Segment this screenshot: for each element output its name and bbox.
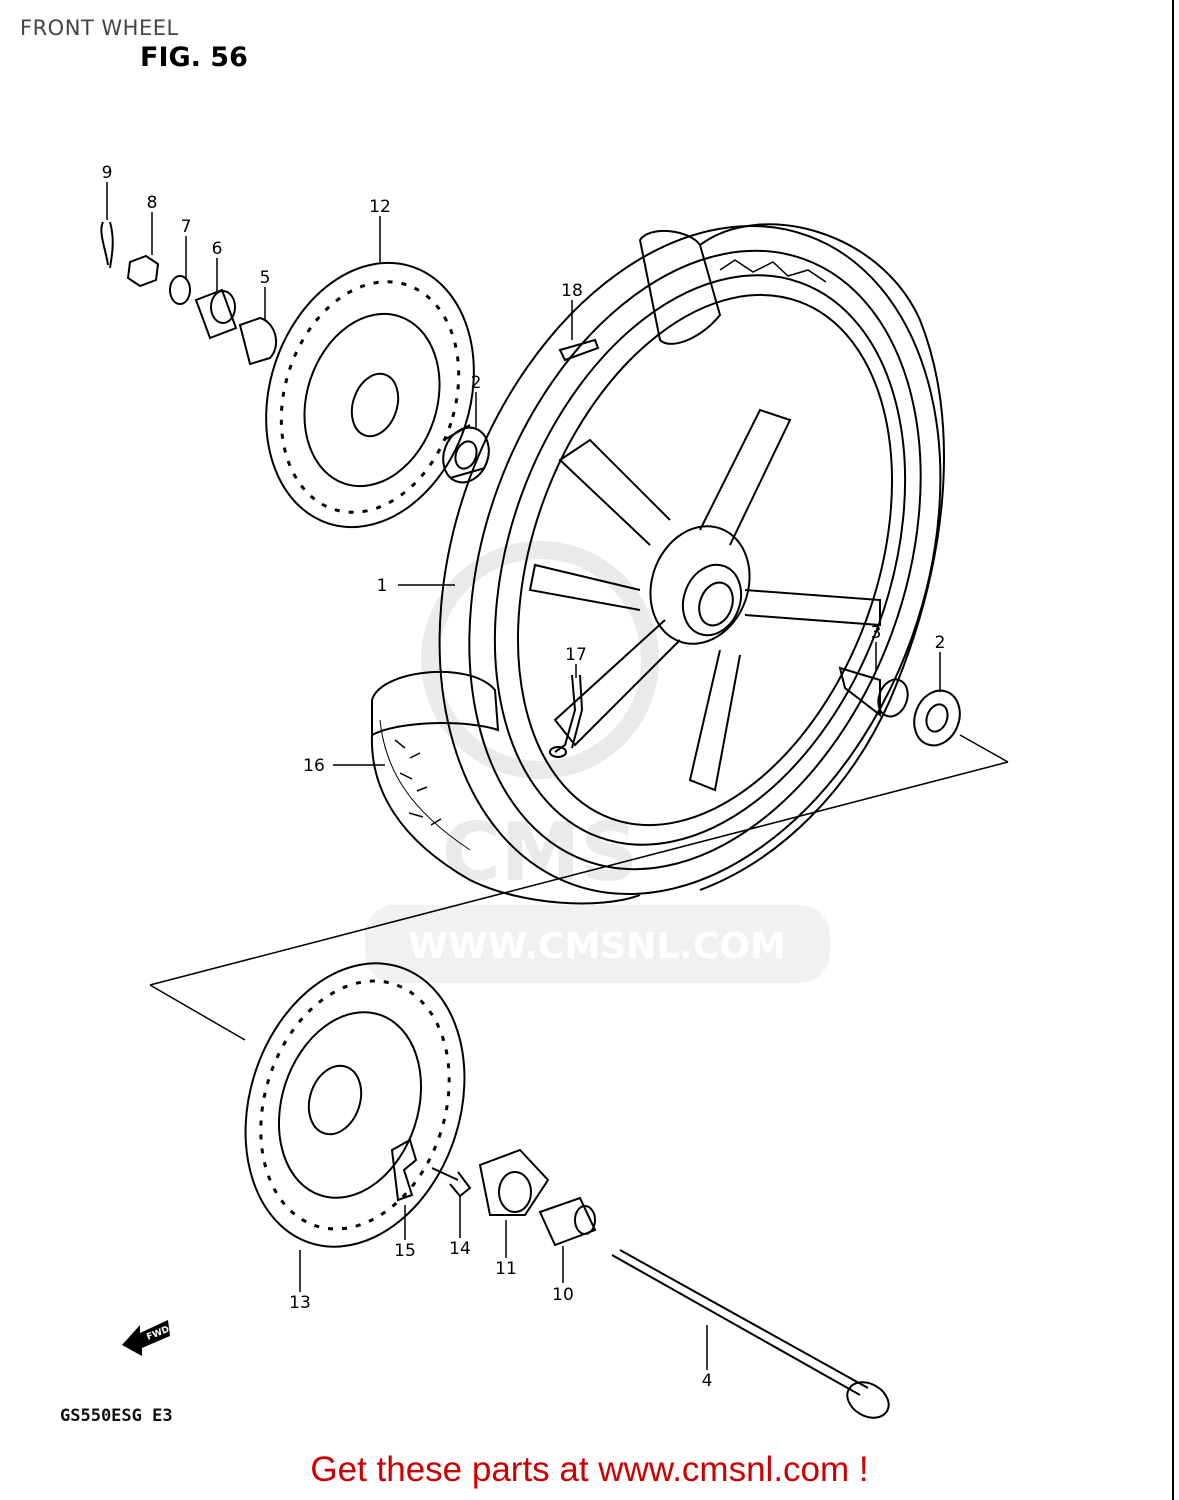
bolt-part-14 <box>431 1167 472 1198</box>
watermark-brand: CMS <box>442 806 638 899</box>
brake-disc-part-12 <box>265 261 475 529</box>
spacer-part-3 <box>838 666 909 718</box>
model-code: GS550ESG E3 <box>60 1406 173 1426</box>
cotter-pin-part-9 <box>100 221 114 269</box>
washer-part-7 <box>169 275 191 305</box>
axle-head-part-4 <box>846 1381 890 1419</box>
tyre-part-16 <box>370 670 641 905</box>
page-title: FRONT WHEEL <box>20 16 179 40</box>
callout-17: 17 <box>565 645 587 665</box>
callout-18: 18 <box>561 281 583 301</box>
callout-2-right: 2 <box>935 633 946 653</box>
callout-10: 10 <box>552 1285 574 1305</box>
small-parts-lower <box>390 1138 890 1419</box>
brake-disc-part-13 <box>244 962 466 1248</box>
balance-weight-part-18 <box>558 338 600 362</box>
axis-plane-lines <box>149 734 1009 1041</box>
callout-7: 7 <box>181 217 192 237</box>
nut-part-8 <box>126 254 160 288</box>
callout-13: 13 <box>289 1293 311 1313</box>
callout-6: 6 <box>212 239 223 259</box>
bearing-part-2-upper <box>442 424 490 484</box>
axle-shaft-part-4 <box>611 1249 869 1396</box>
leader-lines <box>106 182 941 1370</box>
right-border <box>1172 0 1174 1500</box>
callout-15: 15 <box>394 1241 416 1261</box>
gearbox-hub-11 <box>498 1171 532 1213</box>
spacer-end-6 <box>210 290 236 324</box>
callout-12: 12 <box>369 197 391 217</box>
collar-end-10 <box>574 1205 596 1235</box>
spacer-part-6 <box>194 288 238 340</box>
collar-part-5 <box>238 316 278 366</box>
watermark: CMS WWW.CMSNL.COM <box>365 541 830 983</box>
callout-5: 5 <box>260 268 271 288</box>
callout-9: 9 <box>102 163 113 183</box>
bearing-part-2-right <box>913 689 961 747</box>
footer-parts-link[interactable]: Get these parts at www.cmsnl.com ! <box>310 1450 869 1489</box>
figure-label: FIG. 56 <box>140 42 248 73</box>
callout-16: 16 <box>303 756 325 776</box>
gearbox-part-11 <box>478 1148 550 1216</box>
forward-arrow-icon: FWD <box>122 1320 171 1356</box>
watermark-mascot <box>421 541 659 779</box>
callout-1: 1 <box>377 576 388 596</box>
callout-numbers: 9 8 7 6 5 12 18 2 1 3 2 17 16 13 15 14 1… <box>102 163 946 1391</box>
collar-part-10 <box>538 1196 597 1247</box>
callout-4: 4 <box>702 1371 713 1391</box>
tyre-upper-section <box>638 223 945 891</box>
wheel-rim-part-1 <box>438 224 942 896</box>
callout-8: 8 <box>147 193 158 213</box>
valve-part-17 <box>549 674 584 758</box>
small-parts-upper <box>100 221 278 366</box>
watermark-url: WWW.CMSNL.COM <box>408 926 786 967</box>
callout-14: 14 <box>449 1239 471 1259</box>
callout-2-upper: 2 <box>471 373 482 393</box>
watermark-url-pill <box>365 905 830 983</box>
callout-3: 3 <box>871 623 882 643</box>
lock-plate-part-15 <box>390 1138 418 1202</box>
callout-11: 11 <box>495 1259 517 1279</box>
